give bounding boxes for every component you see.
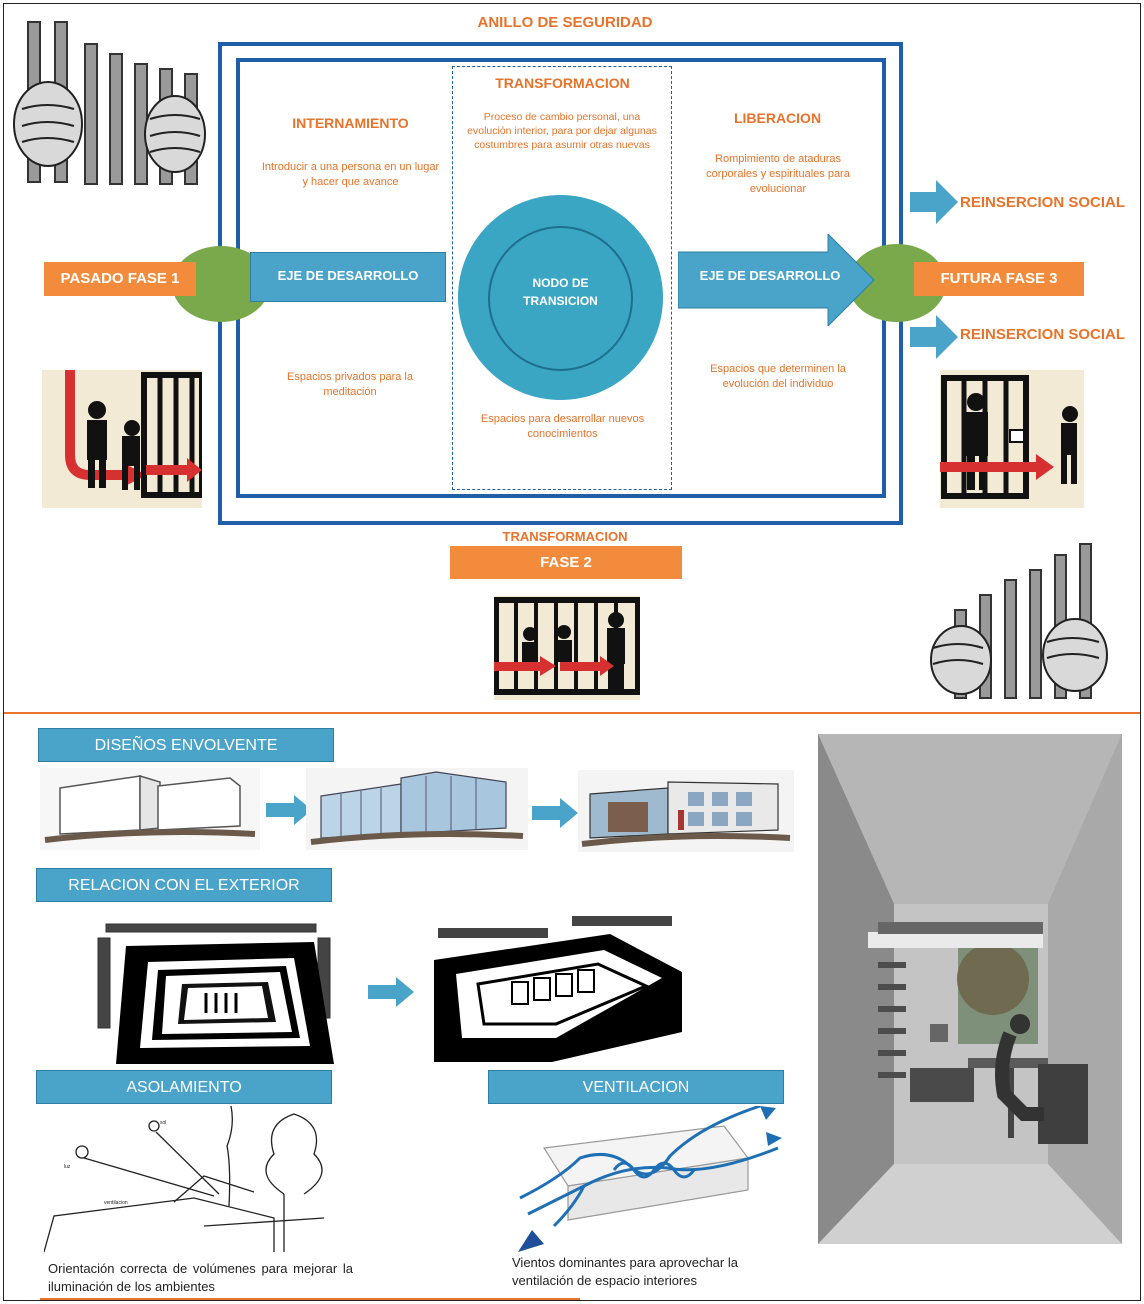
svg-text:luz: luz (64, 1164, 71, 1170)
reinsertion-bottom-arrow-icon (910, 315, 958, 359)
exterior-arrow-icon (368, 977, 414, 1007)
section-divider (4, 712, 1140, 714)
page-frame (3, 3, 1141, 1301)
internment-pictogram (42, 370, 202, 508)
transition-node-inner (488, 226, 633, 371)
ventilacion-caption: Vientos dominantes para aprovechar la ve… (512, 1255, 738, 1288)
svg-text:ventilacion: ventilacion (104, 1200, 128, 1206)
cell-interior-render (818, 734, 1122, 1244)
exterior-plan-before-illustration (97, 923, 334, 1064)
liberacion-spaces: Espacios que determinen la evolución del… (710, 363, 846, 390)
liberacion-title: LIBERACION (733, 110, 822, 126)
svg-text:sol: sol (160, 1120, 166, 1126)
internamiento-title: INTERNAMIENTO (292, 115, 409, 131)
phase-future-box: FUTURA FASE 3 (914, 262, 1084, 296)
envelope-stage-1-illustration (40, 768, 260, 850)
phase2-box: FASE 2 (450, 546, 682, 579)
development-axis-left-label: EJE DE DESARROLLO (277, 268, 419, 283)
liberacion-desc: Rompimiento de ataduras corporales y esp… (706, 153, 850, 195)
exterior-header: RELACION CON EL EXTERIOR (36, 868, 332, 902)
reinsertion-bottom-label: REINSERCION SOCIAL (960, 326, 1126, 343)
internamiento-desc: Introducir a una persona en un lugar y h… (261, 161, 440, 188)
exterior-plan-after-illustration (434, 916, 682, 1062)
transformacion-desc: Proceso de cambio personal, una evolució… (467, 111, 657, 151)
development-axis-right-label: EJE DE DESARROLLO (699, 268, 841, 283)
internamiento-spaces: Espacios privados para la meditación (287, 371, 413, 398)
ventilacion-header: VENTILACION (488, 1070, 784, 1104)
transformation-column (452, 66, 672, 490)
liberation-pictogram (940, 370, 1084, 508)
envolvente-header: DISEÑOS ENVOLVENTE (38, 728, 334, 762)
phase-past-box: PASADO FASE 1 (44, 262, 196, 296)
sun-orientation-sketch: luz sol ventilacion (44, 1106, 325, 1253)
reinsertion-top-label: REINSERCION SOCIAL (960, 194, 1126, 211)
transformacion-spaces: Espacios para desarrollar nuevos conocim… (480, 413, 645, 440)
development-axis-left (250, 252, 446, 302)
development-axis-right-arrow (678, 234, 875, 326)
asolamiento-caption: Orientación correcta de volúmenes para m… (48, 1261, 353, 1294)
envelope-stage-3-illustration (578, 770, 794, 852)
envelope-arrow-2-icon (532, 798, 578, 828)
envelope-arrow-1-icon (266, 795, 312, 825)
ventilation-sketch (518, 1106, 782, 1252)
envelope-stage-2-illustration (306, 768, 528, 850)
hands-on-bars-right-illustration (930, 543, 1108, 699)
reinsertion-top-arrow-icon (910, 180, 958, 224)
hands-on-bars-left-illustration (13, 21, 206, 185)
phase2-title: TRANSFORMACION (502, 529, 628, 544)
transformation-pictogram (494, 596, 640, 700)
transformacion-title: TRANSFORMACION (495, 75, 630, 91)
security-ring-title: ANILLO DE SEGURIDAD (477, 14, 653, 31)
caption-underline (40, 1298, 580, 1300)
asolamiento-header: ASOLAMIENTO (36, 1070, 332, 1104)
transition-node-label: NODO DE TRANSICION (523, 276, 598, 308)
